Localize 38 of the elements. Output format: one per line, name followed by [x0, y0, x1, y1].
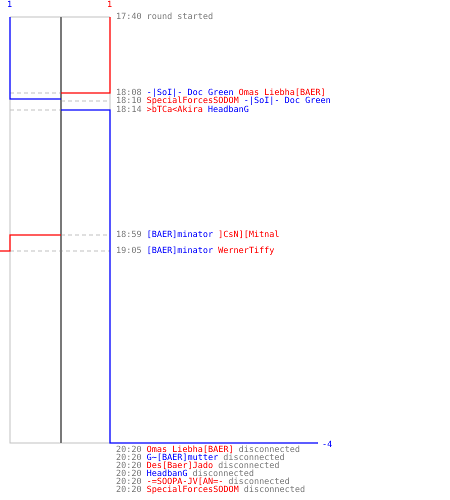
timestamp: 19:05 [116, 247, 142, 256]
event-text: disconnected [218, 462, 280, 471]
player-name: Omas Liebha[BAER] [238, 89, 326, 98]
player-name: Des[Baer]Jado [146, 462, 214, 471]
player-name: HeadbanG [146, 470, 188, 479]
timestamp: 20:20 [116, 470, 142, 479]
event-text: disconnected [228, 478, 290, 487]
timestamp: 18:14 [116, 106, 142, 115]
timestamp: 17:40 [116, 13, 142, 22]
event-text: disconnected [238, 446, 300, 455]
player-name: G~[BAER]mutter [146, 454, 218, 463]
timestamp: 20:20 [116, 478, 142, 487]
timestamp: 20:20 [116, 462, 142, 471]
timestamp: 20:20 [116, 454, 142, 463]
player-name: HeadbanG [208, 106, 249, 115]
player-name: Omas Liebha[BAER] [146, 446, 234, 455]
event-text: disconnected [223, 454, 285, 463]
player-name: [BAER]minator [146, 247, 214, 256]
player-name: -|SoI|- Doc Green [244, 97, 331, 106]
player-name: ]CsN][Mitnal [218, 231, 280, 240]
timestamp: 18:59 [116, 231, 142, 240]
player-name: [BAER]minator [146, 231, 214, 240]
event-text: round started [146, 13, 214, 22]
player-name: WernerTiffy [218, 247, 274, 256]
score-number: 1 [107, 1, 112, 10]
player-name: >bTCa<Akira [146, 106, 203, 115]
player-name: -=SOOPA-JV[AN=- [146, 478, 224, 487]
timestamp: 18:08 [116, 89, 142, 98]
score-number: 1 [7, 1, 12, 10]
event-text: disconnected [192, 470, 254, 479]
event-text: disconnected [244, 486, 306, 495]
timestamp: 20:20 [116, 446, 142, 455]
score-number: -4 [322, 441, 332, 450]
player-name: SpecialForcesSODOM [146, 486, 239, 495]
timestamp: 18:10 [116, 97, 142, 106]
player-name: -|SoI|- Doc Green [146, 89, 234, 98]
timestamp: 20:20 [116, 486, 142, 495]
player-name: SpecialForcesSODOM [146, 97, 239, 106]
